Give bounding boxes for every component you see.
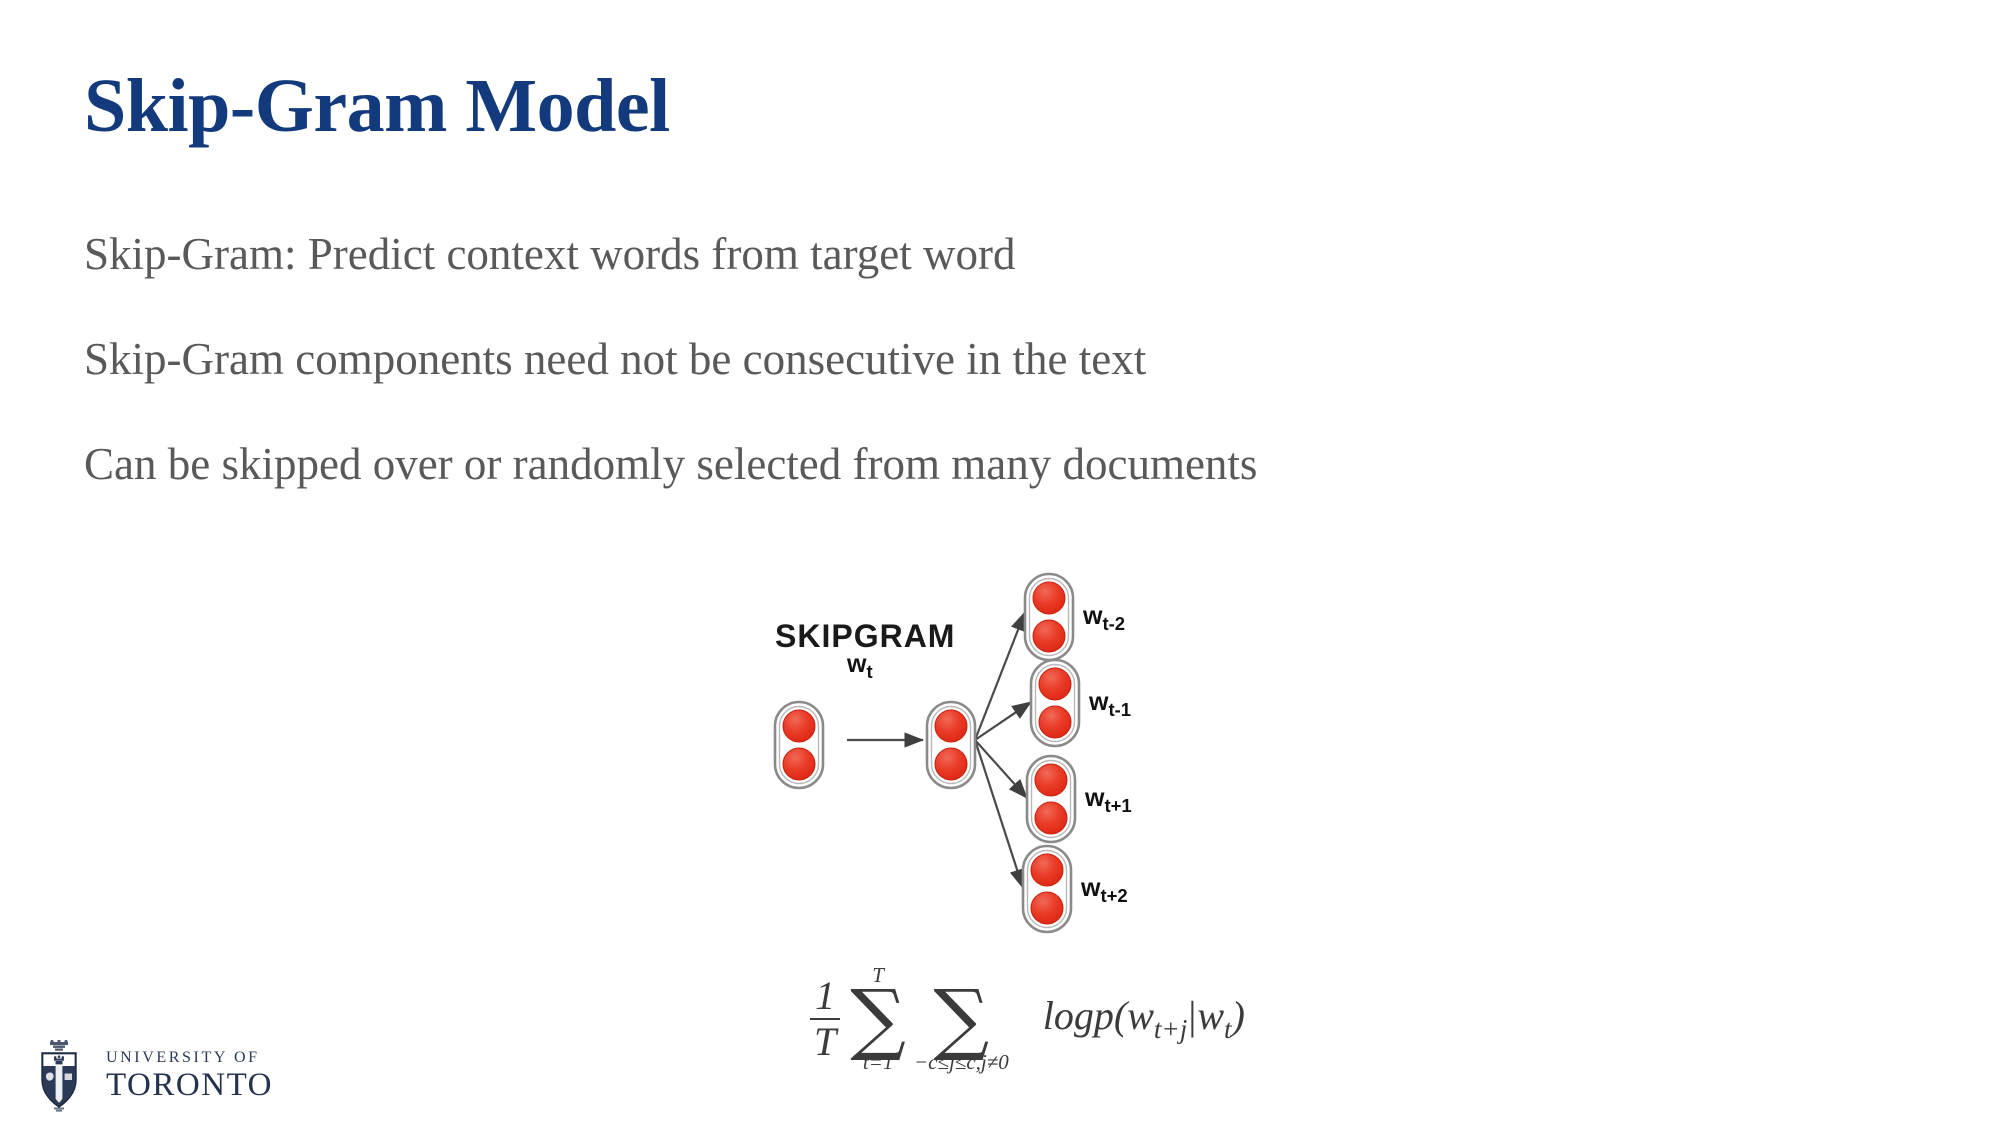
skipgram-caption: SKIPGRAM xyxy=(775,618,956,654)
arrow-hidden-to-out-4 xyxy=(973,739,1025,890)
node-label-output-2: wt-1 xyxy=(1089,688,1132,720)
arrow-hidden-to-out-1 xyxy=(973,610,1027,741)
node-output-3 xyxy=(1025,754,1077,844)
body-line-3: Can be skipped over or randomly selected… xyxy=(84,439,1258,489)
arrow-hidden-to-out-3 xyxy=(974,739,1028,799)
uoft-line-1: UNIVERSITY OF xyxy=(106,1049,260,1066)
formula-log-probability: logp(wt+j|wt) xyxy=(1042,993,1245,1045)
node-label-output-3: wt+1 xyxy=(1085,784,1132,816)
node-label-output-4: wt+2 xyxy=(1081,874,1128,906)
page-title: Skip-Gram Model xyxy=(84,64,670,148)
node-label-input: wt xyxy=(847,650,873,682)
uoft-line-2: TORONTO xyxy=(106,1067,273,1103)
node-label-output-1: wt-2 xyxy=(1083,602,1126,634)
uoft-crest-icon xyxy=(41,1040,77,1112)
sigma-icon: ∑ xyxy=(850,974,906,1064)
body-text-block: Skip-Gram: Predict context words from ta… xyxy=(84,232,1584,547)
objective-formula: 1 T T ∑ t=1 ∑ −c≤j≤c,j≠0 logp(wt+j|wt) xyxy=(810,965,1245,1073)
sigma-icon-2: ∑ xyxy=(933,974,990,1064)
node-output-1 xyxy=(1023,572,1075,662)
formula-sum-inner: ∑ −c≤j≤c,j≠0 xyxy=(913,974,1009,1074)
node-hidden xyxy=(925,700,977,790)
skipgram-diagram-svg xyxy=(773,572,1081,934)
formula-fraction: 1 T xyxy=(810,975,841,1062)
fraction-bar xyxy=(810,1017,841,1020)
skipgram-diagram: SKIPGRAM wt wt-2 wt-1 wt+1 wt+2 xyxy=(735,570,1355,1090)
uoft-logo: UNIVERSITY OF TORONTO xyxy=(28,1040,271,1112)
body-line-2: Skip-Gram components need not be consecu… xyxy=(84,334,1147,384)
node-output-2 xyxy=(1029,658,1081,748)
arrow-hidden-to-out-2 xyxy=(974,701,1032,741)
node-output-4 xyxy=(1021,844,1073,934)
node-input xyxy=(773,700,825,790)
formula-sum-outer: T ∑ t=1 xyxy=(850,963,906,1074)
body-line-1: Skip-Gram: Predict context words from ta… xyxy=(84,229,1016,279)
uoft-wordmark: UNIVERSITY OF TORONTO xyxy=(106,1050,273,1103)
